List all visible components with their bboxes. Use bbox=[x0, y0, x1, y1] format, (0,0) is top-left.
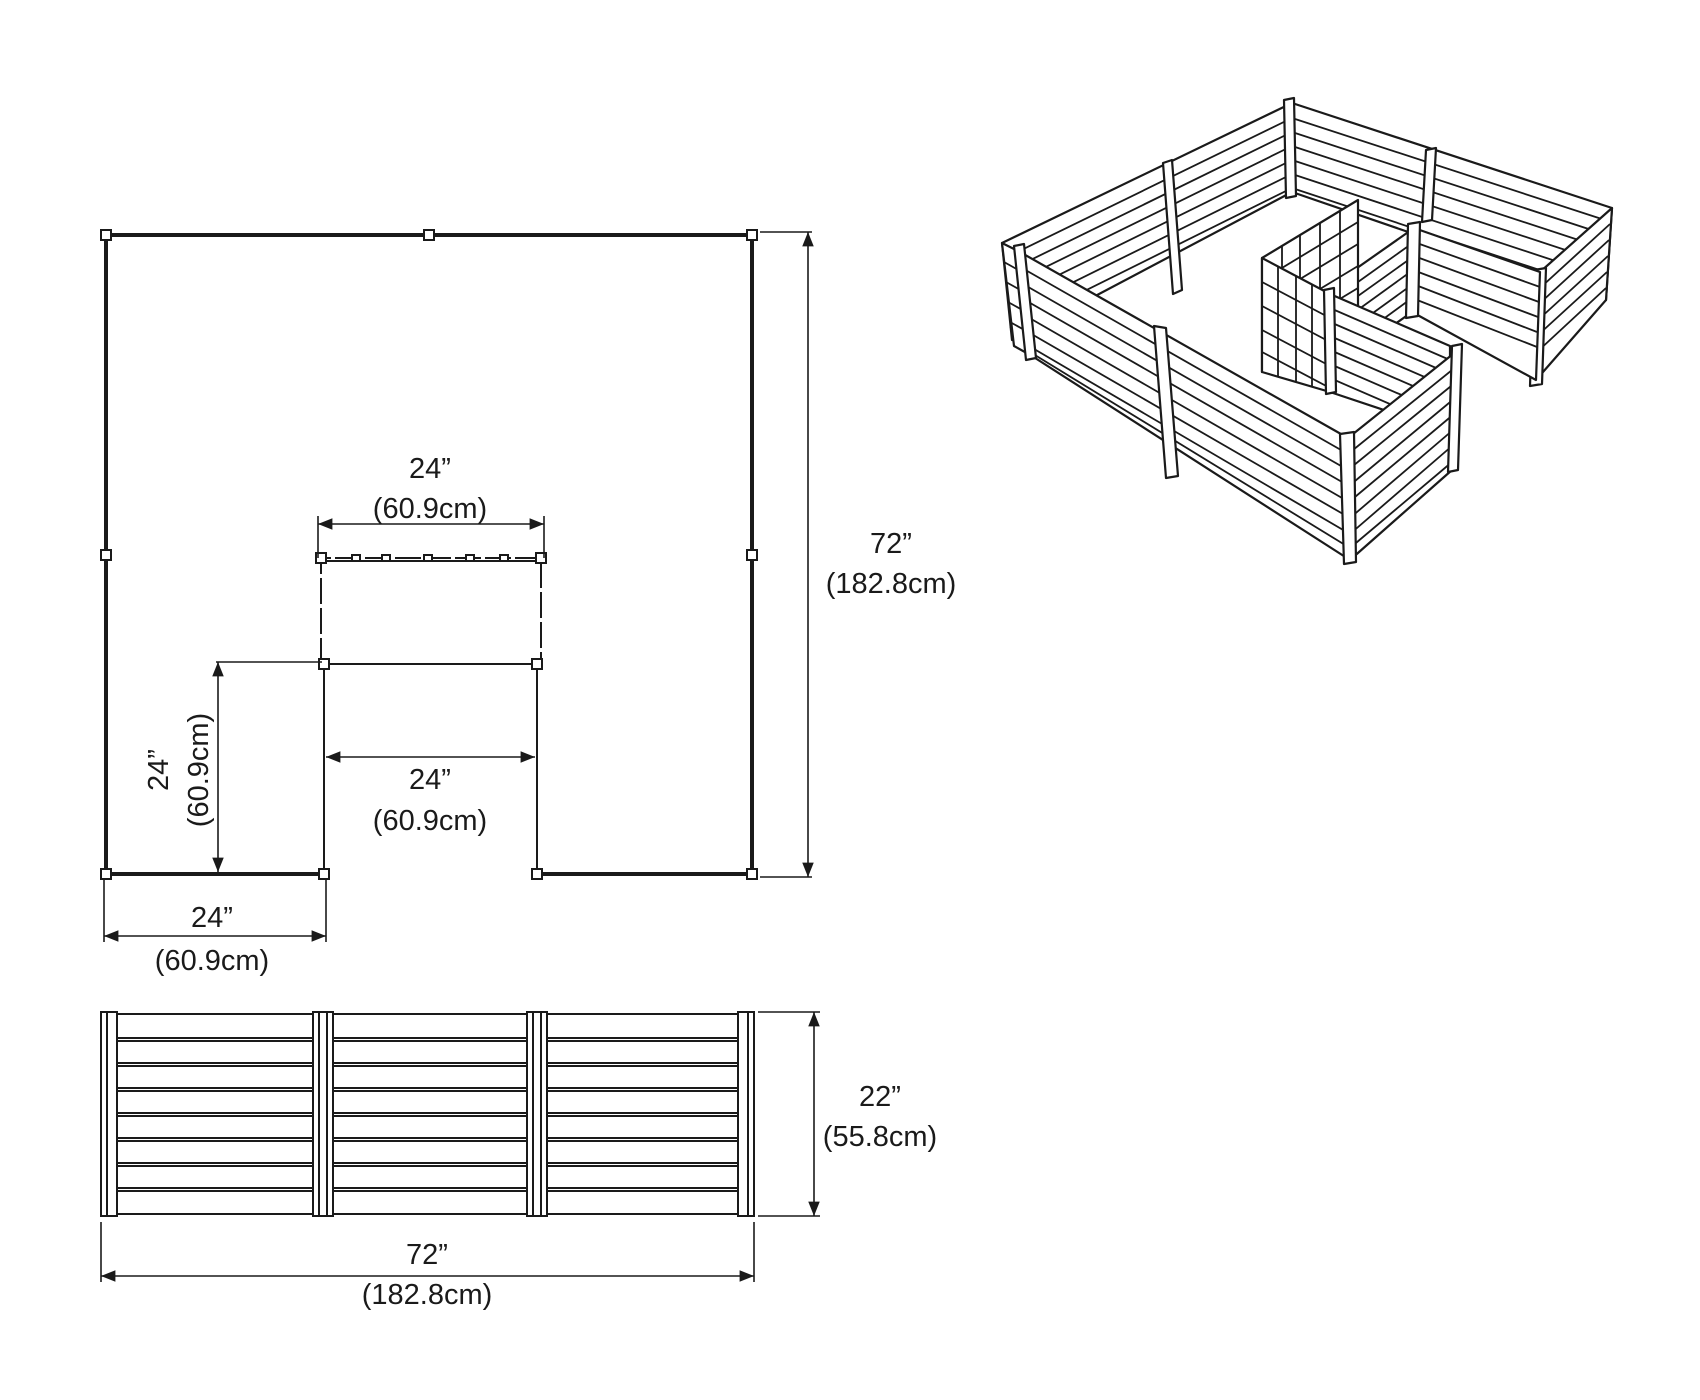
iso-trellis bbox=[1260, 198, 1360, 394]
arm-width-imperial-label: 24” bbox=[191, 902, 233, 934]
side-view-posts bbox=[100, 1011, 755, 1217]
height-imperial-label: 22” bbox=[859, 1081, 901, 1113]
notch-depth-metric-label: (60.9cm) bbox=[183, 713, 215, 827]
notch-width-dimension: 24” (60.9cm) bbox=[326, 751, 535, 837]
iso-front-short-wall bbox=[1338, 342, 1464, 566]
length-imperial-label: 72” bbox=[406, 1239, 448, 1271]
plan-brackets bbox=[100, 229, 758, 880]
notch-width-imperial-label: 24” bbox=[409, 764, 451, 796]
overall-depth-dimension: 72” (182.8cm) bbox=[760, 231, 957, 878]
arm-width-dimension: 24” (60.9cm) bbox=[103, 880, 327, 977]
overall-depth-metric-label: (182.8cm) bbox=[826, 568, 957, 600]
side-view: 22” (55.8cm) 72” (182.8cm) bbox=[100, 1011, 937, 1311]
height-metric-label: (55.8cm) bbox=[823, 1121, 937, 1153]
notch-depth-imperial-label: 24” bbox=[143, 749, 175, 791]
iso-inner-right-wall bbox=[1410, 226, 1542, 382]
iso-front-long-wall bbox=[1012, 242, 1352, 562]
length-dimension: 72” (182.8cm) bbox=[100, 1222, 755, 1311]
overall-depth-imperial-label: 72” bbox=[870, 528, 912, 560]
arm-width-metric-label: (60.9cm) bbox=[155, 945, 269, 977]
notch-depth-dimension: 24” (60.9cm) bbox=[143, 661, 322, 872]
height-dimension: 22” (55.8cm) bbox=[758, 1011, 937, 1217]
notch-width-metric-label: (60.9cm) bbox=[373, 805, 487, 837]
length-metric-label: (182.8cm) bbox=[362, 1279, 493, 1311]
plan-view: 24” (60.9cm) 72” (182.8cm) 24” (60.9cm) … bbox=[100, 229, 957, 977]
top-opening-metric-label: (60.9cm) bbox=[373, 493, 487, 525]
top-opening-dimension: 24” (60.9cm) bbox=[317, 453, 545, 558]
iso-back-right-wall bbox=[1282, 96, 1614, 302]
top-opening-imperial-label: 24” bbox=[409, 453, 451, 485]
isometric-view bbox=[1000, 96, 1614, 566]
side-view-planks bbox=[101, 1013, 753, 1215]
